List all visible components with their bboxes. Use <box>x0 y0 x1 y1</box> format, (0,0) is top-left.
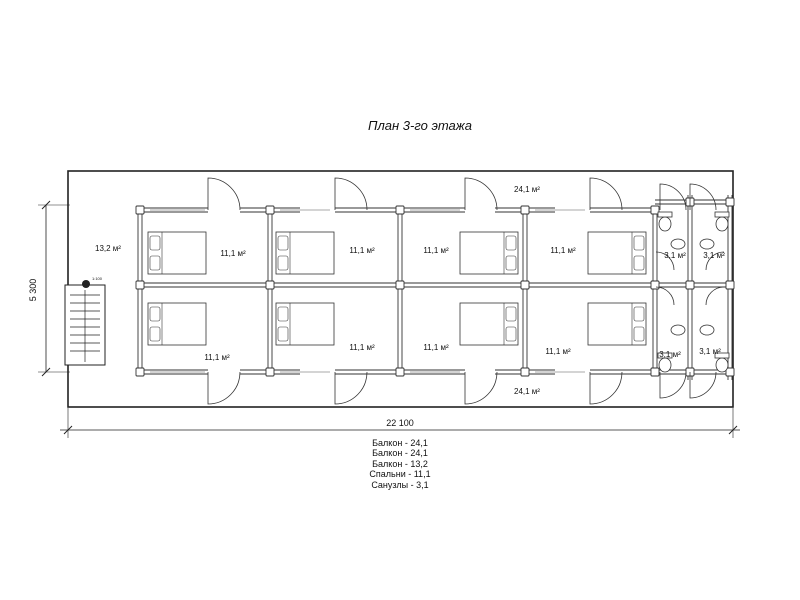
legend-item: Спальни - 11,1 <box>369 469 431 480</box>
log-post <box>650 205 660 215</box>
door-swing <box>464 177 498 211</box>
sink <box>699 324 715 336</box>
walls <box>67 170 735 408</box>
bed <box>147 302 207 346</box>
sink <box>699 238 715 250</box>
dim-width-label: 22 100 <box>386 418 414 428</box>
toilet <box>657 352 673 373</box>
sink <box>670 238 686 250</box>
door-swing <box>655 286 675 306</box>
legend-item: Санузлы - 3,1 <box>371 479 429 490</box>
bed <box>459 302 519 346</box>
log-post <box>265 367 275 377</box>
door-swing <box>589 371 623 405</box>
log-post <box>265 280 275 290</box>
door-swing <box>689 371 717 399</box>
area-bedroom: 11,1 м² <box>550 246 576 255</box>
stair-marker <box>82 280 90 288</box>
legend-item: Балкон - 24,1 <box>372 448 428 459</box>
area-bathroom: 3,1 м² <box>664 251 686 260</box>
log-post <box>725 367 735 377</box>
furniture: 1:100 <box>64 211 730 373</box>
bed <box>275 231 335 275</box>
bed <box>587 231 647 275</box>
log-post <box>725 197 735 207</box>
log-post <box>725 280 735 290</box>
area-balcony-bottom: 24,1 м² <box>514 387 540 396</box>
log-post <box>650 367 660 377</box>
log-post <box>135 367 145 377</box>
door-swing <box>689 183 717 211</box>
door-swing <box>334 177 368 211</box>
door-swing <box>705 251 725 271</box>
area-balcony-left: 13,2 м² <box>95 244 121 253</box>
toilet <box>714 352 730 373</box>
stair-label: 1:100 <box>92 276 103 281</box>
sink <box>670 324 686 336</box>
legend-item: Балкон - 13,2 <box>372 458 428 469</box>
area-balcony-top: 24,1 м² <box>514 185 540 194</box>
log-post <box>395 367 405 377</box>
door-swing <box>659 371 687 399</box>
area-labels: 13,2 м² 24,1 м² 24,1 м² 11,1 м² 11,1 м² 11,1 … <box>95 185 725 396</box>
door-swing <box>705 286 725 306</box>
toilet <box>657 211 673 232</box>
bed <box>147 231 207 275</box>
log-post <box>395 205 405 215</box>
area-bedroom: 11,1 м² <box>349 246 375 255</box>
dim-tick <box>41 367 51 377</box>
legend-item: Балкон - 24,1 <box>372 438 428 448</box>
bed <box>275 302 335 346</box>
dimension-lines: 5 300 22 100 <box>28 200 740 438</box>
log-post <box>520 280 530 290</box>
dim-height-label: 5 300 <box>28 279 38 302</box>
log-post <box>135 280 145 290</box>
door-swing <box>334 371 368 405</box>
bed <box>459 231 519 275</box>
dim-tick <box>728 425 738 435</box>
area-legend: Балкон - 24,1 Балкон - 24,1 Балкон - 13,… <box>330 438 470 490</box>
toilet <box>714 211 730 232</box>
log-post <box>135 205 145 215</box>
door-swing <box>207 177 241 211</box>
log-post <box>650 280 660 290</box>
area-bathroom: 3,1 м² <box>703 251 725 260</box>
log-post <box>520 367 530 377</box>
area-bedroom: 11,1 м² <box>545 347 571 356</box>
staircase: 1:100 <box>64 276 106 366</box>
area-bathroom: 3,1 м² <box>659 350 681 359</box>
area-bedroom: 11,1 м² <box>423 343 449 352</box>
dim-tick <box>41 200 51 210</box>
log-post <box>685 280 695 290</box>
log-post <box>395 280 405 290</box>
door-swing <box>464 371 498 405</box>
area-bedroom: 11,1 м² <box>220 249 246 258</box>
door-swing <box>655 251 675 271</box>
log-post <box>520 205 530 215</box>
area-bedroom: 11,1 м² <box>204 353 230 362</box>
door-swing <box>589 177 623 211</box>
area-bedroom: 11,1 м² <box>349 343 375 352</box>
area-bedroom: 11,1 м² <box>423 246 449 255</box>
dim-tick <box>63 425 73 435</box>
bed <box>587 302 647 346</box>
area-bathroom: 3,1 м² <box>699 347 721 356</box>
log-post <box>265 205 275 215</box>
drawing-title: План 3-го этажа <box>368 118 472 133</box>
door-swing <box>659 183 687 211</box>
door-swing <box>207 371 241 405</box>
